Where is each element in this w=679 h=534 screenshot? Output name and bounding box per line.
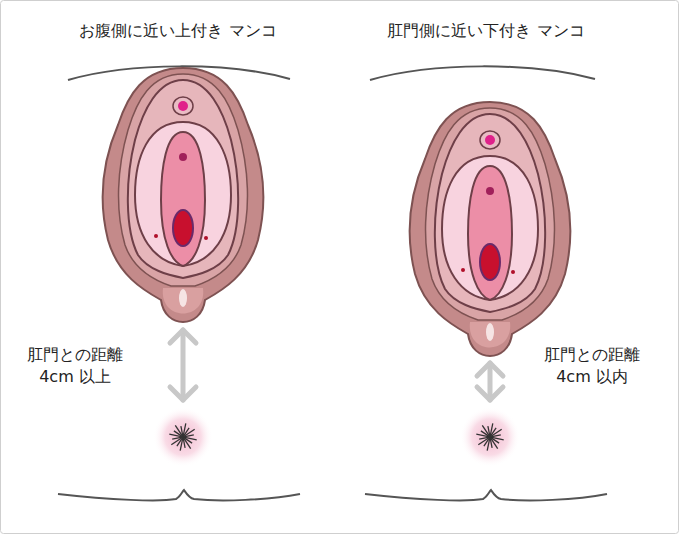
heading-label: お腹側に近い上付き マンコ	[79, 20, 276, 42]
drawing-part	[170, 387, 196, 400]
drawing-part	[488, 363, 493, 400]
drawing-part	[181, 330, 186, 400]
drawing-part	[477, 363, 503, 376]
buttocks-line	[365, 490, 607, 500]
anus-stroke	[478, 429, 501, 444]
belly-line	[370, 66, 595, 80]
distance-label: 肛門との距離 4cm 以内	[539, 344, 645, 387]
drawing-part	[170, 330, 196, 343]
anus-stroke	[172, 435, 194, 439]
heading-label: 肛門側に近い下付き マンコ	[387, 20, 584, 42]
distance-label: 肛門との距離 4cm 以上	[22, 344, 128, 387]
distance-arrow	[170, 330, 503, 400]
vulva-high	[103, 68, 263, 322]
drawing-part	[477, 387, 503, 400]
vulva-low	[410, 102, 570, 356]
anus-glow	[153, 407, 213, 467]
anus-symbol	[169, 423, 503, 450]
anus-stroke	[171, 429, 194, 444]
anus-glow	[460, 407, 520, 467]
anus-stroke	[479, 435, 501, 439]
buttocks-line	[58, 490, 300, 500]
